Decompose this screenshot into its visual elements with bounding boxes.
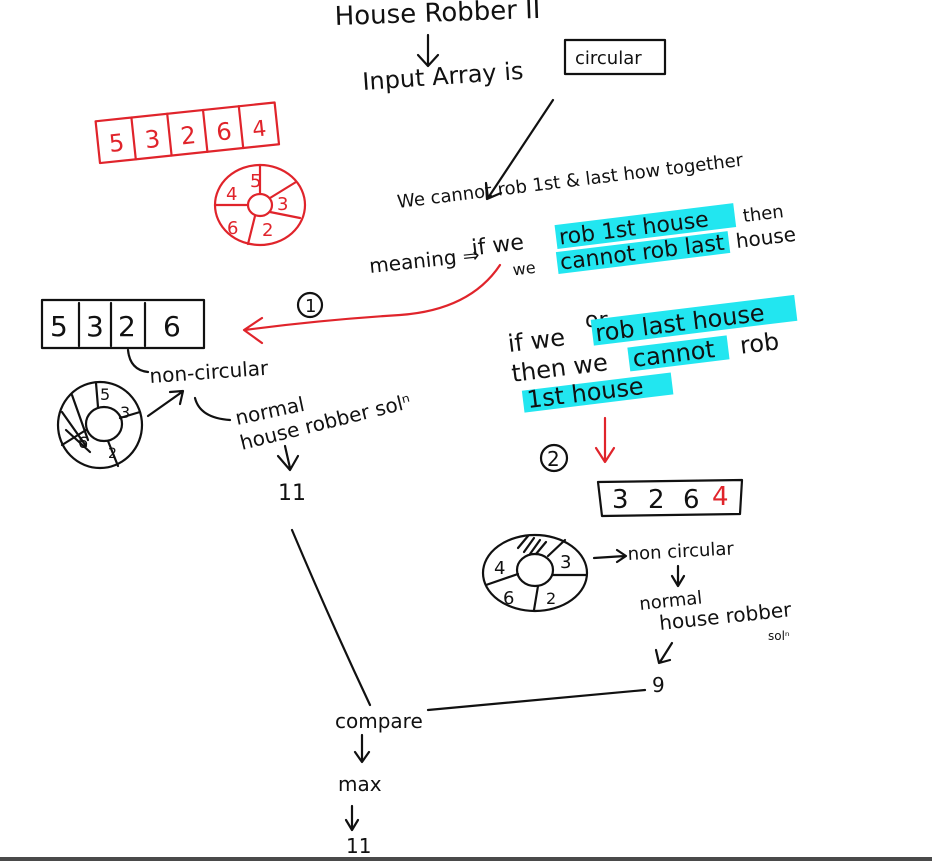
svg-text:rob: rob <box>738 327 780 360</box>
right-to-compare <box>426 688 647 712</box>
svg-text:2: 2 <box>648 485 665 515</box>
left-result: 11 <box>278 481 306 506</box>
left-to-compare <box>290 528 372 707</box>
final-result: 11 <box>346 834 371 858</box>
right-circle-arrow <box>592 548 628 564</box>
red-array-cell: 4 <box>251 117 268 143</box>
red-array: 5 3 2 6 4 <box>94 101 281 165</box>
svg-text:5: 5 <box>100 385 110 404</box>
constraint-arrow <box>484 98 555 201</box>
left-circle: 5 3 2 6 <box>56 380 144 470</box>
svg-text:4: 4 <box>712 482 729 512</box>
right-normal-arrow <box>670 564 686 588</box>
step2-circle <box>539 443 569 473</box>
right-result: 9 <box>652 673 665 697</box>
red-circle: 5 3 2 6 4 <box>213 163 307 247</box>
svg-text:6: 6 <box>503 588 514 609</box>
diagram-title: House Robber II <box>334 0 541 32</box>
red-array-cell: 2 <box>179 121 197 150</box>
svg-text:we: we <box>512 258 537 280</box>
svg-text:2: 2 <box>546 589 556 608</box>
title-arrow <box>416 33 440 68</box>
compare-arrow <box>353 733 371 764</box>
meaning-label: meaning ⇒ <box>368 243 481 278</box>
svg-text:3: 3 <box>86 310 104 343</box>
case2-arrow <box>594 416 616 464</box>
svg-text:2: 2 <box>262 220 273 241</box>
red-array-cell: 5 <box>108 128 126 157</box>
svg-text:5: 5 <box>50 310 68 343</box>
circular-box-text: circular <box>575 48 642 69</box>
svg-text:2: 2 <box>108 446 117 462</box>
svg-text:if we: if we <box>470 230 525 261</box>
left-result-arrow <box>276 444 300 472</box>
svg-text:2: 2 <box>118 310 136 343</box>
svg-text:3: 3 <box>560 552 571 573</box>
red-array-cell: 6 <box>215 117 233 146</box>
left-normal-hook <box>193 396 232 422</box>
step1-label: 1 <box>305 296 316 317</box>
svg-text:4: 4 <box>494 558 505 579</box>
circular-box <box>563 38 667 76</box>
svg-text:if we: if we <box>506 323 566 358</box>
svg-text:6: 6 <box>683 485 700 515</box>
red-array-cell: 3 <box>143 125 161 154</box>
left-array: 5 3 2 6 <box>40 298 206 350</box>
svg-text:3: 3 <box>612 485 629 515</box>
right-array: 3 2 6 4 <box>596 478 744 518</box>
svg-text:4: 4 <box>226 184 237 205</box>
constraint-text: We cannot rob 1st & last how together <box>396 150 745 213</box>
max-label: max <box>338 772 382 796</box>
input-text: Input Array is <box>361 57 524 96</box>
max-arrow <box>344 804 360 832</box>
compare-label: compare <box>335 709 423 733</box>
right-normal-3: solⁿ <box>768 629 790 643</box>
case1-arrow <box>242 263 502 345</box>
left-noncircular-hook <box>126 348 150 374</box>
svg-text:then: then <box>742 201 785 227</box>
left-circle-arrow <box>146 389 185 418</box>
case2-statement: if we rob last house then we cannot rob … <box>506 294 798 414</box>
bottom-bar <box>0 857 932 861</box>
right-circle: 3 2 6 4 <box>481 533 589 613</box>
svg-text:6: 6 <box>78 433 88 452</box>
case1-statement: if we rob 1st house then we cannot rob l… <box>470 201 797 280</box>
right-result-arrow <box>654 641 674 665</box>
svg-text:3: 3 <box>277 194 288 215</box>
left-noncircular: non-circular <box>149 356 270 388</box>
svg-text:6: 6 <box>227 218 238 239</box>
svg-text:5: 5 <box>250 171 261 192</box>
svg-text:6: 6 <box>163 310 181 343</box>
right-noncircular: non circular <box>627 538 735 565</box>
step1-circle <box>296 291 324 319</box>
svg-text:3: 3 <box>120 403 130 422</box>
step2-label: 2 <box>547 447 560 471</box>
